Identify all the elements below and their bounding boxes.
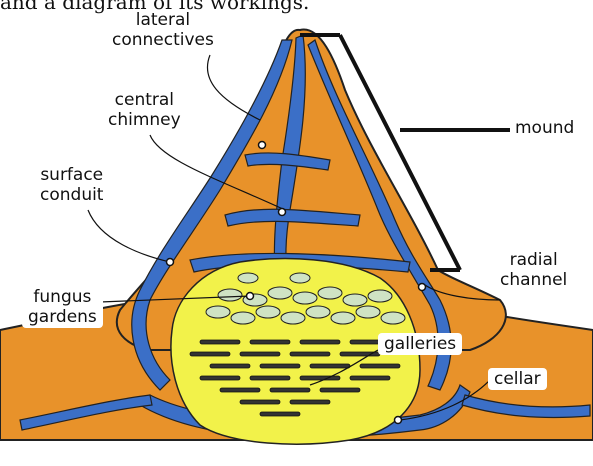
- label-radial-line1: radial: [500, 250, 567, 270]
- label-fungus-line2: gardens: [28, 307, 97, 327]
- label-lateral-line2: connectives: [112, 30, 214, 50]
- label-fungus-line1: fungus: [28, 287, 97, 307]
- label-surface-line1: surface: [40, 165, 103, 185]
- label-lateral-connectives: lateral connectives: [112, 10, 214, 50]
- label-surface-conduit: surface conduit: [40, 165, 103, 205]
- label-mound: mound: [515, 118, 574, 138]
- label-central-chimney: central chimney: [108, 90, 181, 130]
- label-chimney-line2: chimney: [108, 110, 181, 130]
- label-cellar: cellar: [488, 368, 547, 390]
- label-surface-line2: conduit: [40, 185, 103, 205]
- label-radial-channel: radial channel: [500, 250, 567, 290]
- label-chimney-line1: central: [108, 90, 181, 110]
- leader-surface: [88, 210, 170, 262]
- label-lateral-line1: lateral: [112, 10, 214, 30]
- label-radial-line2: channel: [500, 270, 567, 290]
- label-galleries: galleries: [378, 333, 462, 355]
- label-fungus-gardens: fungus gardens: [22, 286, 103, 328]
